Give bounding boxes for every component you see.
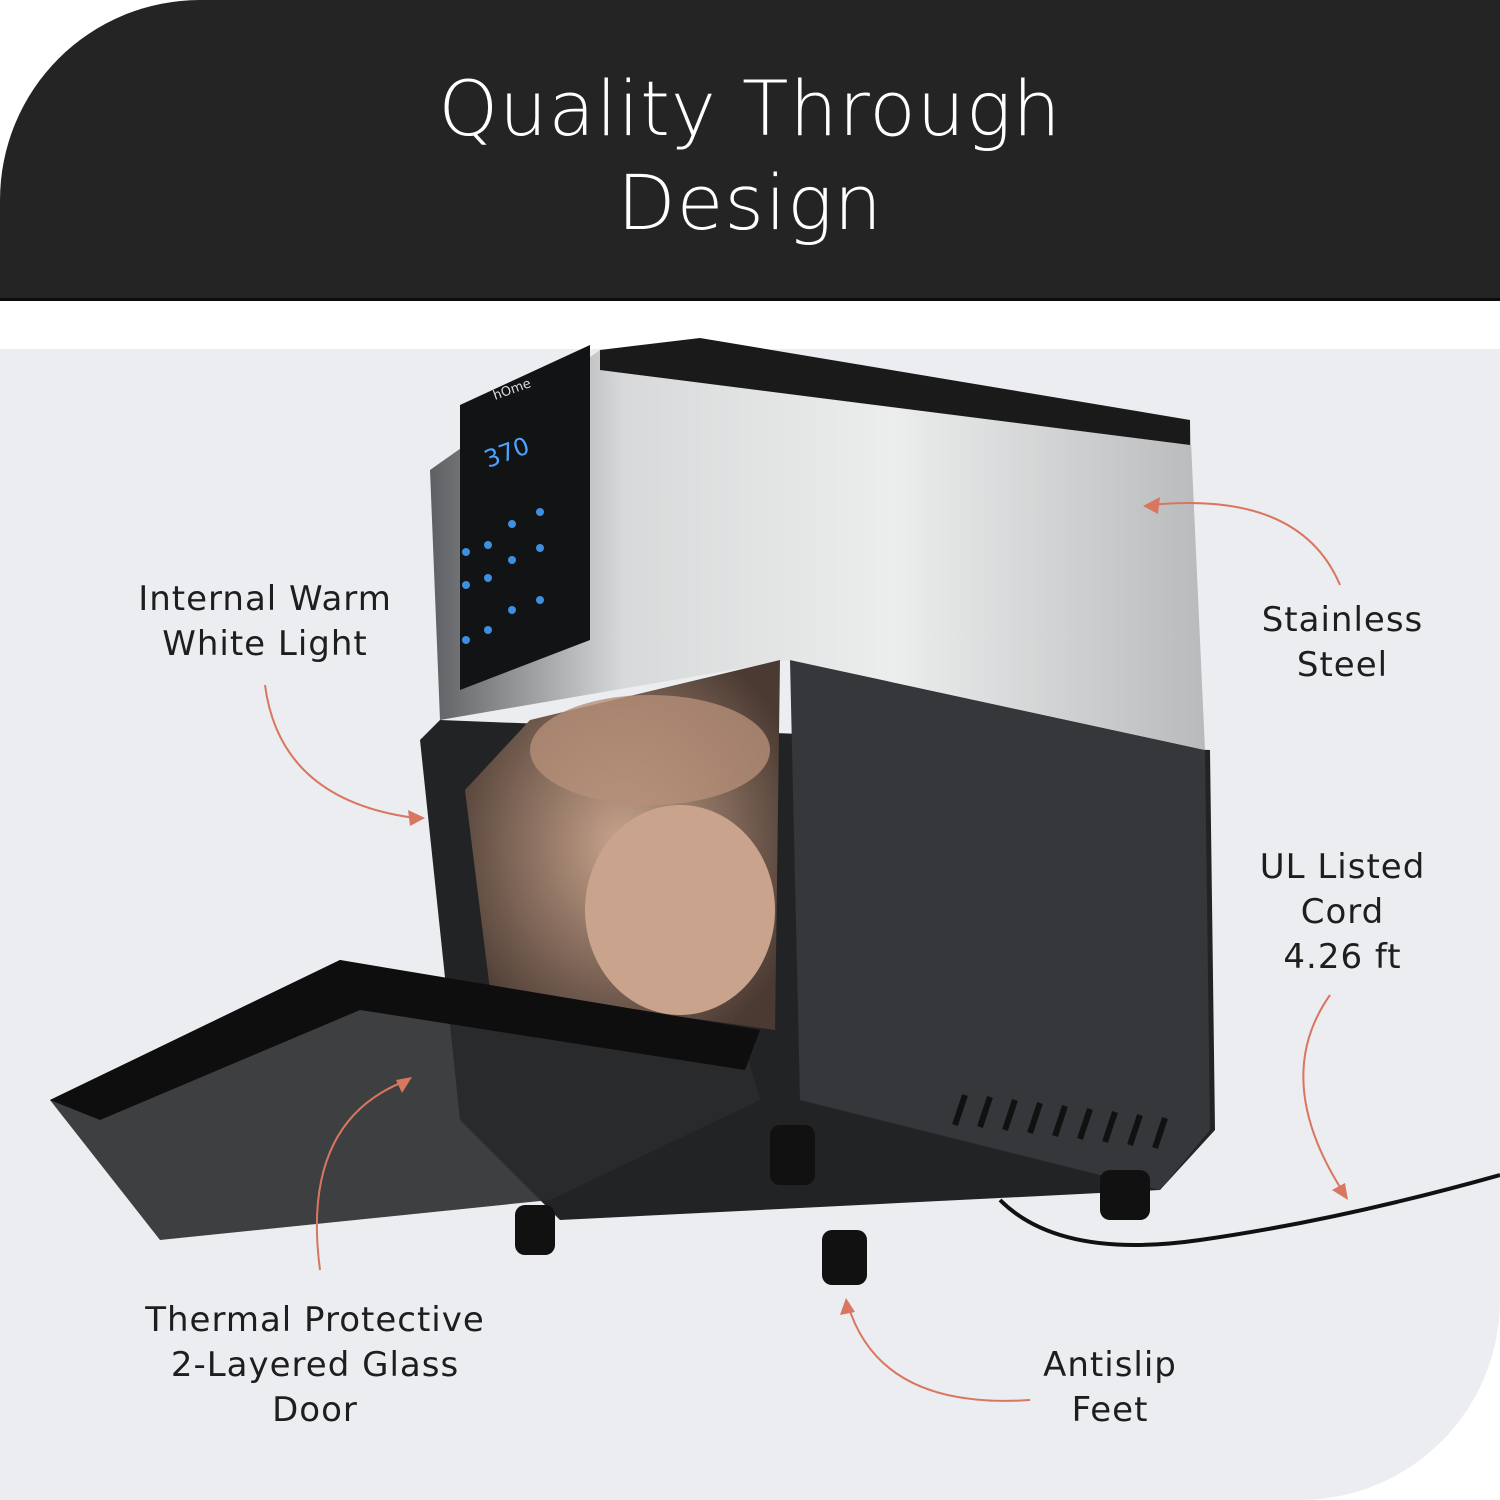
antislip-feet xyxy=(515,1125,1150,1285)
control-panel xyxy=(460,345,590,690)
power-cord xyxy=(998,1173,1500,1247)
rotisserie-basket xyxy=(585,805,775,1015)
vents xyxy=(952,1094,1168,1149)
arrow-heads xyxy=(396,497,1348,1315)
touch-buttons xyxy=(462,508,544,644)
mesh-tray xyxy=(530,695,770,805)
header-banner xyxy=(0,0,1500,301)
stainless-steel-shell xyxy=(430,350,1205,750)
page-title: Quality Through Design xyxy=(438,64,1062,247)
callout-arrows xyxy=(264,501,1346,1402)
